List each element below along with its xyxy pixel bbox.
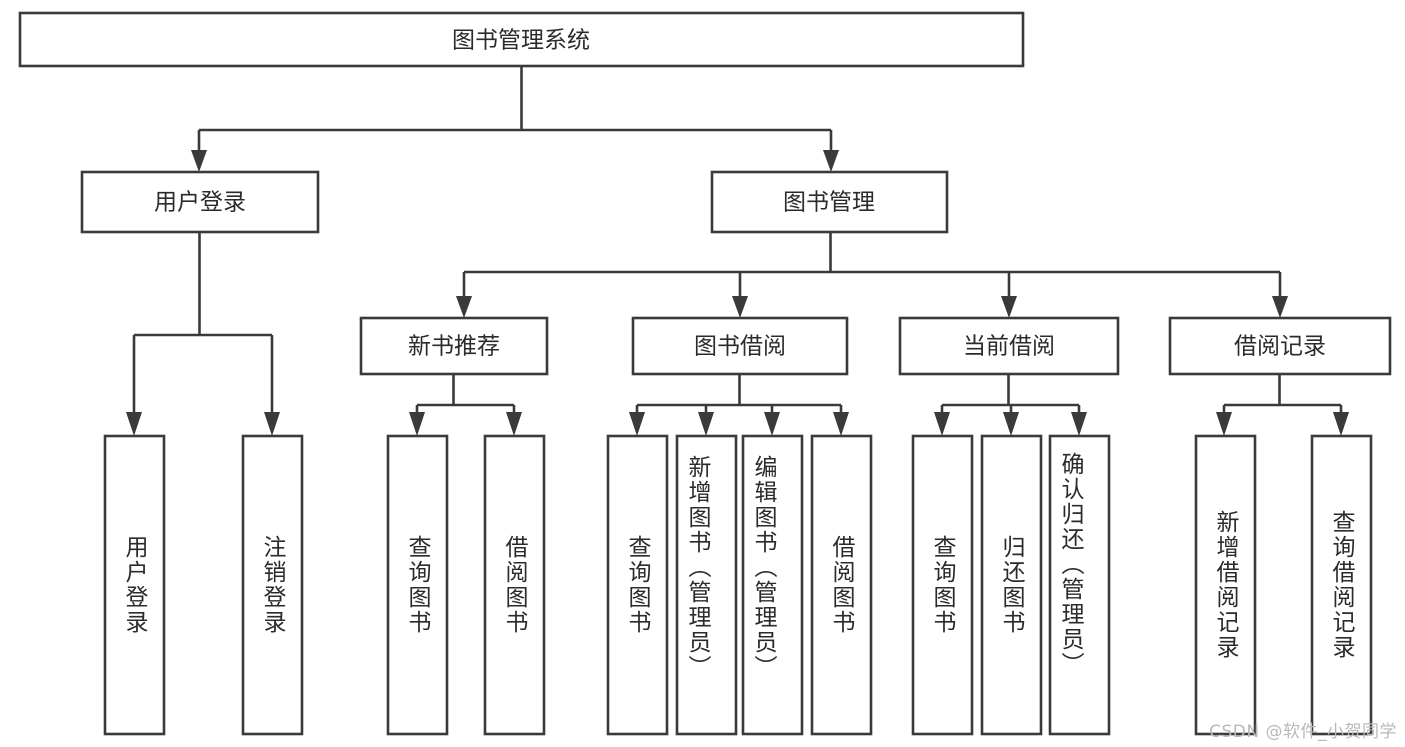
node-user-login-box[interactable] — [80, 170, 320, 234]
node-user-login-label: 用户登录 — [154, 190, 246, 216]
leaf-currentborrow-query-book-label: 查询图书 — [929, 535, 957, 635]
leaf-newbook-query-book[interactable]: 查询图书 — [386, 434, 449, 736]
node-new-book-recommend-label: 新书推荐 — [408, 334, 500, 360]
arrow-to-borrowrecord — [1272, 296, 1288, 318]
node-current-borrow-label: 当前借阅 — [963, 334, 1055, 360]
node-book-borrow[interactable]: 图书借阅 — [631, 316, 849, 376]
leaf-logout-label: 注销登录 — [259, 535, 287, 635]
leaf-currentborrow-query-book-box[interactable] — [911, 434, 974, 736]
leaf-newbook-query-book-box[interactable] — [386, 434, 449, 736]
node-book-manage-label: 图书管理 — [783, 190, 875, 216]
arrow-userlogin-child2 — [264, 412, 280, 436]
leaf-bookborrow-borrow-book[interactable]: 借阅图书 — [810, 434, 873, 736]
leaf-bookborrow-edit-book[interactable]: 编辑图书（管理员） — [741, 434, 804, 736]
node-book-manage-box[interactable] — [710, 170, 949, 234]
node-new-book-recommend-box[interactable] — [359, 316, 549, 376]
leaf-bookborrow-add-book-label: 新增图书（管理员） — [684, 455, 712, 680]
leaf-borrowrecord-query-record-label: 查询借阅记录 — [1328, 510, 1356, 660]
leaf-user-login-box[interactable] — [103, 434, 166, 736]
leaf-borrowrecord-add-record-label: 新增借阅记录 — [1212, 510, 1240, 660]
arrow-to-currentborrow — [1001, 296, 1017, 318]
arrow-borrowrecord-child2 — [1333, 412, 1349, 436]
leaf-borrowrecord-query-record-box[interactable] — [1310, 434, 1373, 736]
leaf-currentborrow-query-book[interactable]: 查询图书 — [911, 434, 974, 736]
node-borrow-record[interactable]: 借阅记录 — [1168, 316, 1392, 376]
node-book-borrow-label: 图书借阅 — [694, 334, 786, 360]
leaf-currentborrow-confirm-return[interactable]: 确认归还（管理员） — [1048, 434, 1111, 736]
node-book-borrow-box[interactable] — [631, 316, 849, 376]
arrow-bookborrow-child2 — [698, 412, 714, 436]
arrow-currentborrow-child1 — [934, 412, 950, 436]
arrow-bookborrow-child4 — [833, 412, 849, 436]
arrow-to-user-login — [191, 150, 207, 172]
leaf-newbook-borrow-book-box[interactable] — [483, 434, 546, 736]
node-current-borrow[interactable]: 当前借阅 — [898, 316, 1120, 376]
node-current-borrow-box[interactable] — [898, 316, 1120, 376]
node-root-box[interactable] — [18, 11, 1025, 68]
node-new-book-recommend[interactable]: 新书推荐 — [359, 316, 549, 376]
node-user-login[interactable]: 用户登录 — [80, 170, 320, 234]
leaf-bookborrow-edit-book-box[interactable] — [741, 434, 804, 736]
leaf-borrowrecord-add-record[interactable]: 新增借阅记录 — [1194, 434, 1257, 736]
leaf-currentborrow-confirm-return-label: 确认归还（管理员） — [1057, 452, 1085, 677]
leaf-currentborrow-return-book-label: 归还图书 — [998, 535, 1026, 635]
leaf-bookborrow-borrow-book-box[interactable] — [810, 434, 873, 736]
leaf-bookborrow-borrow-book-label: 借阅图书 — [828, 535, 856, 635]
arrow-newbook-child2 — [506, 412, 522, 436]
arrow-to-newbook — [456, 296, 472, 318]
leaf-borrowrecord-query-record[interactable]: 查询借阅记录 — [1310, 434, 1373, 736]
arrow-userlogin-child1 — [126, 412, 142, 436]
leaf-newbook-query-book-label: 查询图书 — [404, 535, 432, 635]
leaf-bookborrow-query-book-box[interactable] — [606, 434, 669, 736]
leaf-logout-box[interactable] — [241, 434, 304, 736]
leaf-user-login-label: 用户登录 — [121, 535, 149, 635]
node-borrow-record-label: 借阅记录 — [1234, 334, 1326, 360]
leaf-bookborrow-edit-book-label: 编辑图书（管理员） — [750, 455, 778, 680]
connector-layer — [126, 66, 1349, 436]
node-book-manage[interactable]: 图书管理 — [710, 170, 949, 234]
leaf-user-login[interactable]: 用户登录 — [103, 434, 166, 736]
arrow-to-bookborrow — [732, 296, 748, 318]
arrow-newbook-child1 — [409, 412, 425, 436]
arrow-currentborrow-child3 — [1071, 412, 1087, 436]
arrow-currentborrow-child2 — [1003, 412, 1019, 436]
leaf-bookborrow-add-book[interactable]: 新增图书（管理员） — [675, 434, 738, 736]
leaf-bookborrow-add-book-box[interactable] — [675, 434, 738, 736]
node-root-label: 图书管理系统 — [452, 28, 590, 54]
node-root[interactable]: 图书管理系统 — [18, 11, 1025, 68]
leaf-currentborrow-return-book-box[interactable] — [980, 434, 1043, 736]
leaf-bookborrow-query-book[interactable]: 查询图书 — [606, 434, 669, 736]
leaf-newbook-borrow-book[interactable]: 借阅图书 — [483, 434, 546, 736]
leaf-currentborrow-confirm-return-box[interactable] — [1048, 434, 1111, 736]
arrow-bookborrow-child1 — [629, 412, 645, 436]
leaf-currentborrow-return-book[interactable]: 归还图书 — [980, 434, 1043, 736]
arrow-borrowrecord-child1 — [1216, 412, 1232, 436]
arrow-to-book-manage — [823, 150, 839, 172]
leaf-logout[interactable]: 注销登录 — [241, 434, 304, 736]
leaf-newbook-borrow-book-label: 借阅图书 — [501, 535, 529, 635]
leaf-bookborrow-query-book-label: 查询图书 — [624, 535, 652, 635]
arrow-bookborrow-child3 — [764, 412, 780, 436]
node-borrow-record-box[interactable] — [1168, 316, 1392, 376]
leaf-borrowrecord-add-record-box[interactable] — [1194, 434, 1257, 736]
